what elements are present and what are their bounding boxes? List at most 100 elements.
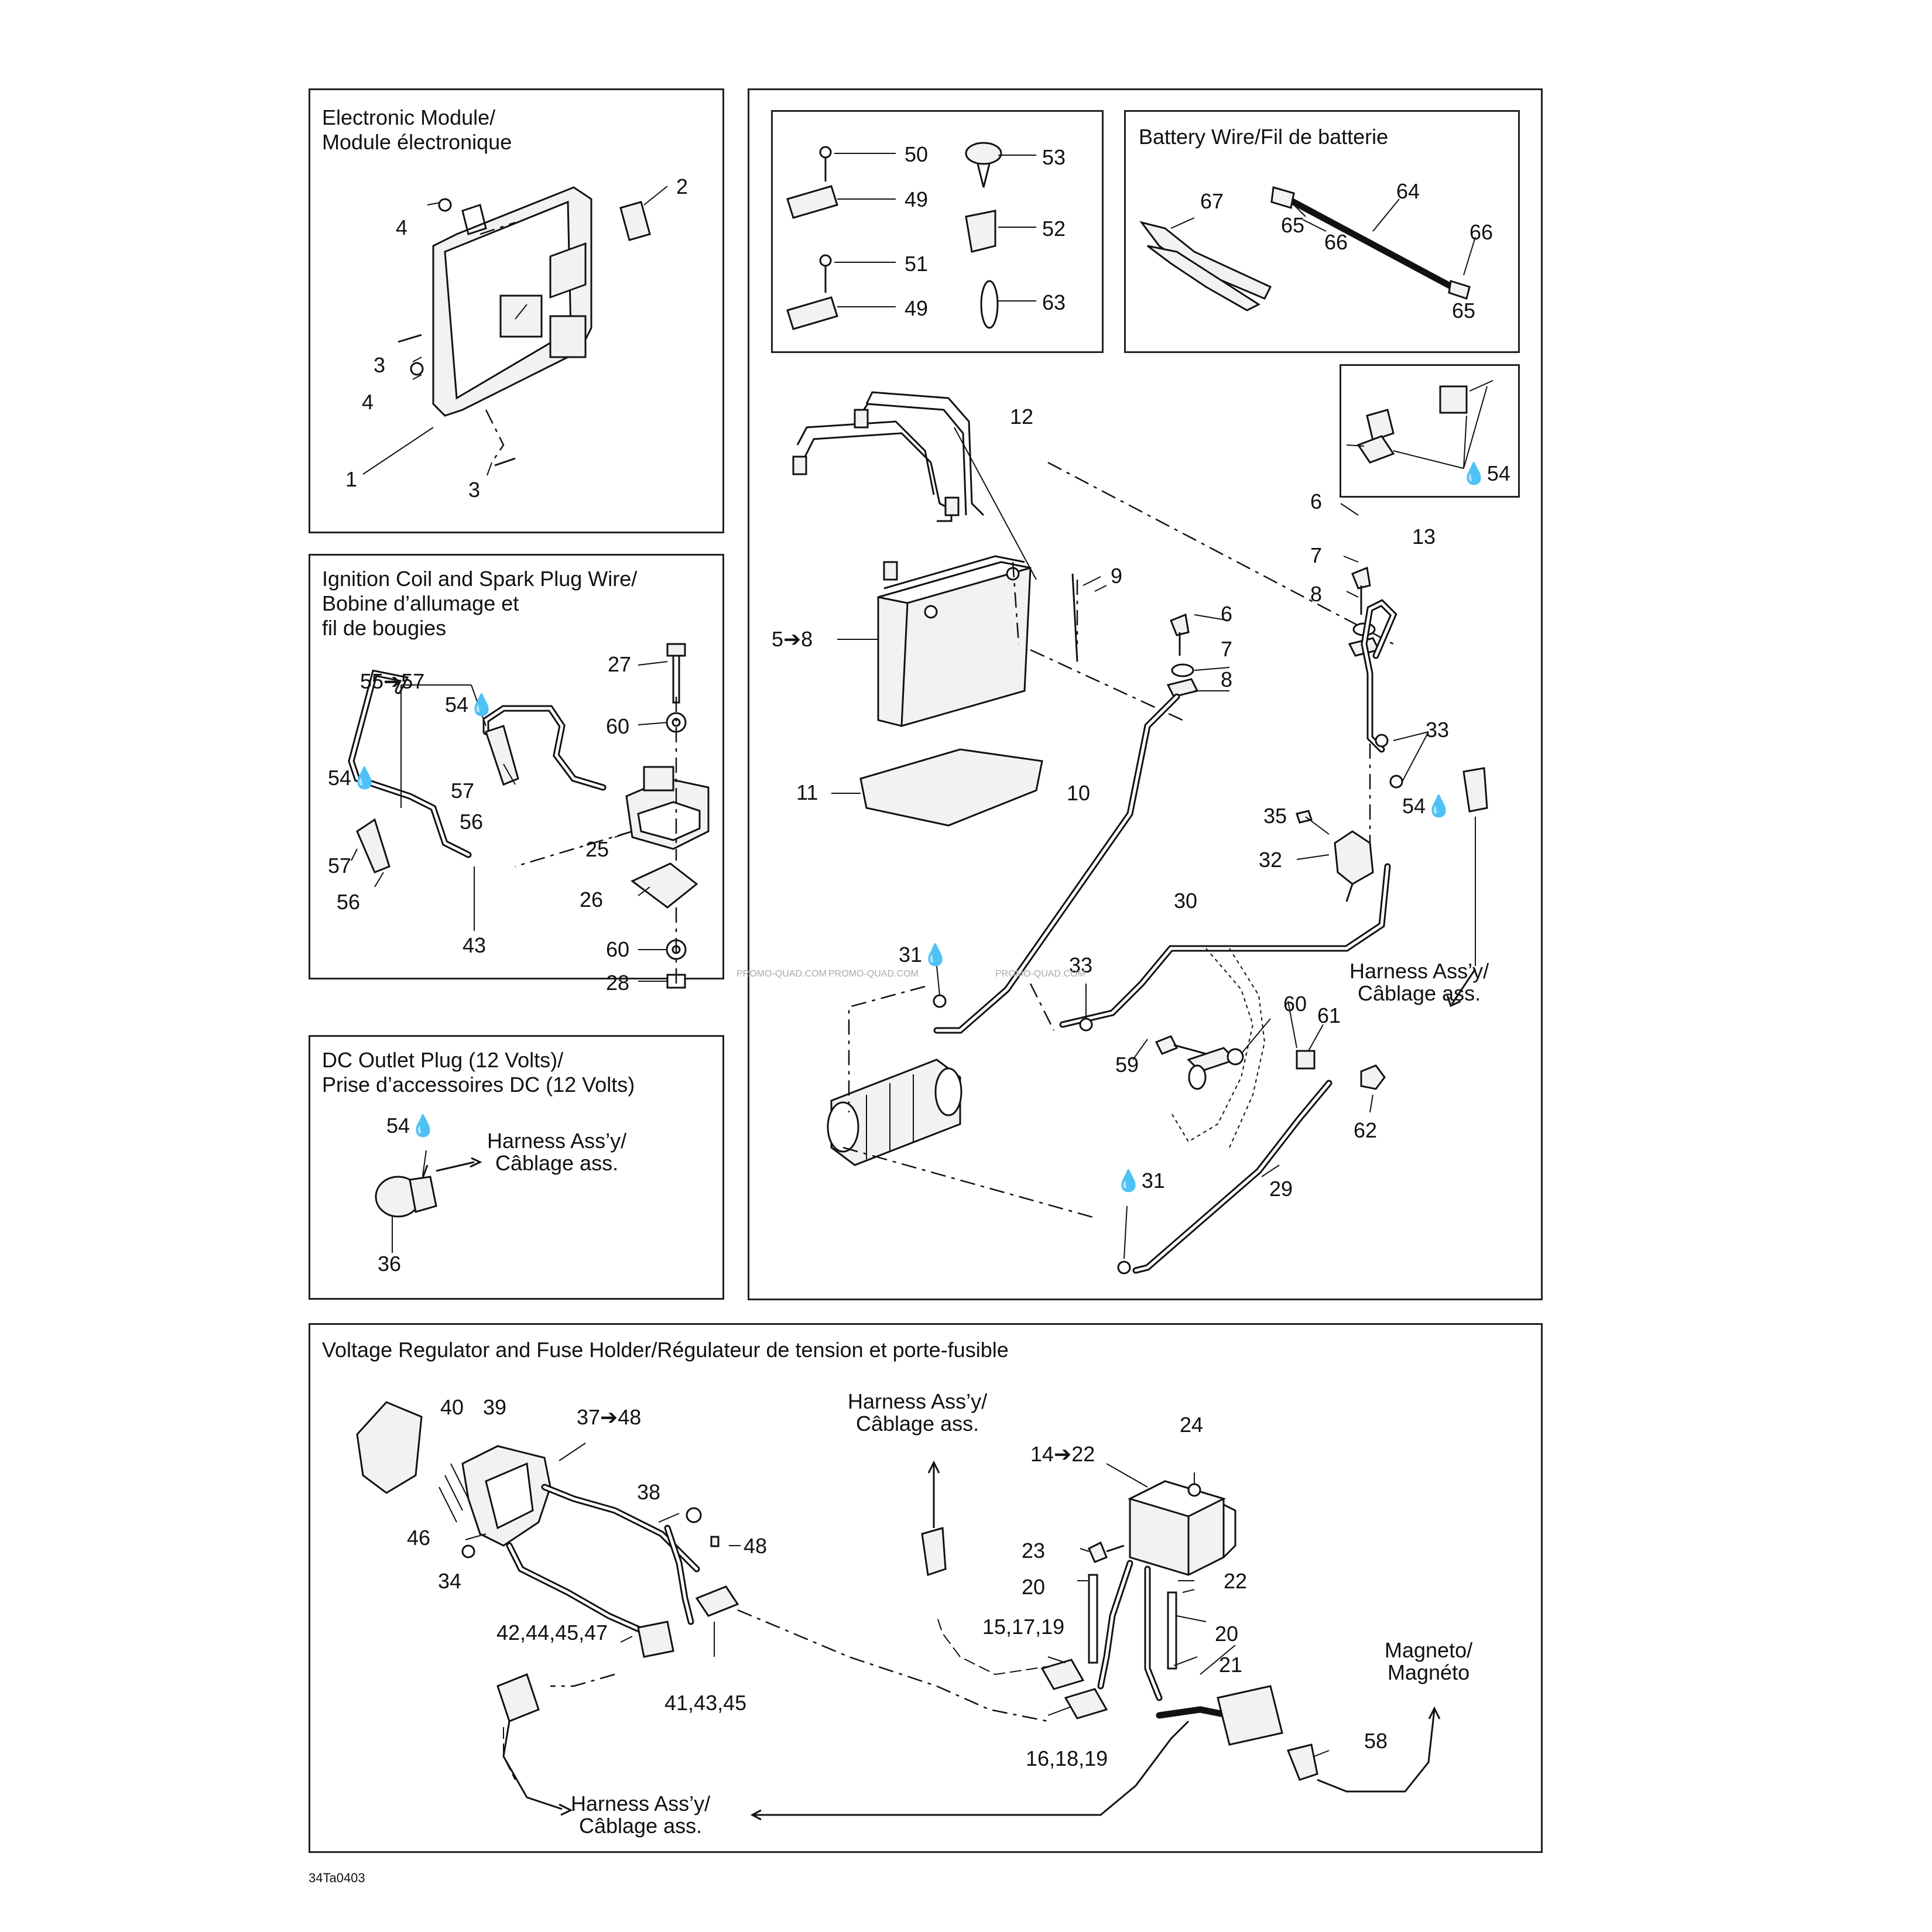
harness-assy-label: Harness Ass’y/ Câblage ass.: [571, 1791, 711, 1838]
crimp-tool-part: [1139, 221, 1272, 311]
callout-5-8: 5➔8: [772, 627, 813, 651]
callout-31: 31💧: [899, 943, 948, 967]
callout-27: 27: [608, 652, 632, 676]
starter-motor-part: [827, 1059, 962, 1166]
battery-wire-subpanel: [1124, 110, 1520, 353]
callout-34: 34: [438, 1569, 462, 1593]
callout-6: 6: [1221, 602, 1233, 626]
callout-53: 53: [1042, 145, 1066, 169]
callout-20: 20: [1022, 1575, 1046, 1599]
callout-38: 38: [637, 1480, 661, 1504]
callout-60: 60: [606, 714, 630, 738]
dc-outlet-part: [375, 1164, 437, 1218]
callout-60: 60: [606, 937, 630, 961]
callout-6: 6: [1310, 489, 1323, 513]
fuse-holder-part: [356, 1401, 551, 1547]
harness-assy-label: Harness Ass’y/ Câblage ass.: [1349, 959, 1489, 1005]
callout-41-43-45: 41,43,45: [664, 1691, 747, 1715]
callout-4: 4: [362, 390, 374, 414]
voltage-regulator-part: [1127, 1480, 1236, 1576]
callout-54: 54💧: [328, 766, 378, 790]
callout-60: 60: [1283, 992, 1307, 1016]
callout-3: 3: [468, 478, 481, 502]
battery-part: [877, 555, 1032, 727]
callout-16-18-19: 16,18,19: [1026, 1746, 1108, 1770]
callout-36: 36: [378, 1252, 402, 1276]
callout-40: 40: [440, 1395, 464, 1419]
callout-64: 64: [1396, 179, 1420, 203]
callout-21: 21: [1219, 1653, 1243, 1677]
dc-outlet-title: DC Outlet Plug (12 Volts)/ Prise d’acces…: [322, 1048, 635, 1097]
callout-22: 22: [1224, 1569, 1248, 1593]
callout-57: 57: [451, 779, 475, 803]
connector-part: [1346, 380, 1493, 464]
ignition-coil-part: [625, 766, 710, 850]
callout-55-57: 55➔57: [360, 669, 425, 693]
watermark: PROMO-QUAD.COM: [995, 969, 1085, 979]
callout-54: 54💧: [386, 1114, 436, 1138]
callout-37-48: 37➔48: [577, 1405, 642, 1429]
callout-46: 46: [407, 1526, 431, 1550]
callout-1: 1: [345, 467, 358, 491]
callout-66: 66: [1469, 220, 1493, 244]
callout-54: 💧54: [1461, 461, 1510, 485]
callout-31: 💧31: [1115, 1169, 1165, 1193]
callout-49: 49: [905, 187, 929, 211]
callout-49: 49: [905, 296, 929, 320]
callout-8: 8: [1221, 667, 1233, 691]
spark-plug-caps: [356, 725, 519, 873]
module-cover-part: [619, 201, 651, 241]
gasket-part: [631, 862, 698, 909]
callout-4: 4: [396, 215, 408, 239]
callout-65: 65: [1281, 213, 1305, 237]
hardware-subpanel: [771, 110, 1104, 353]
callout-59: 59: [1115, 1053, 1139, 1077]
callout-43: 43: [463, 933, 487, 957]
callout-10: 10: [1067, 781, 1091, 805]
callout-11: 11: [796, 780, 818, 804]
callout-42-44-45-47: 42,44,45,47: [496, 1621, 608, 1645]
callout-8: 8: [1310, 582, 1323, 606]
callout-29: 29: [1269, 1177, 1293, 1201]
voltage-regulator-panel: [309, 1323, 1543, 1853]
callout-14-22: 14➔22: [1030, 1442, 1095, 1466]
callout-35: 35: [1263, 804, 1287, 828]
callout-56: 56: [460, 810, 484, 834]
callout-39: 39: [483, 1395, 507, 1419]
callout-65: 65: [1452, 299, 1476, 323]
callout-33: 33: [1426, 718, 1450, 742]
callout-12: 12: [1010, 405, 1034, 429]
watermark: PROMO-QUAD.COM: [828, 969, 919, 979]
callout-52: 52: [1042, 217, 1066, 241]
voltage-regulator-title: Voltage Regulator and Fuse Holder/Régula…: [322, 1338, 1009, 1362]
battery-tray-part: [859, 748, 1043, 827]
battery-wire-part: [1270, 186, 1471, 300]
watermark: PROMO-QUAD.COM: [737, 969, 827, 979]
callout-28: 28: [606, 971, 630, 995]
callout-33: 33: [1069, 953, 1093, 977]
callout-51: 51: [905, 252, 929, 276]
callout-66: 66: [1324, 230, 1348, 254]
electronic-module-title: Electronic Module/ Module électronique: [322, 105, 512, 154]
dc-outlet-panel: [309, 1035, 724, 1300]
callout-62: 62: [1354, 1118, 1378, 1142]
ignition-coil-title: Ignition Coil and Spark Plug Wire/ Bobin…: [322, 567, 638, 640]
callout-15-17-19: 15,17,19: [982, 1615, 1065, 1639]
callout-56: 56: [337, 890, 361, 914]
callout-24: 24: [1180, 1413, 1204, 1437]
electronic-module-panel: [309, 88, 724, 533]
callout-20: 20: [1215, 1622, 1239, 1646]
harness-assy-label: Harness Ass’y/ Câblage ass.: [487, 1129, 627, 1175]
callout-13: 13: [1412, 525, 1436, 549]
callout-9: 9: [1111, 564, 1123, 588]
callout-50: 50: [905, 142, 929, 166]
callout-32: 32: [1259, 848, 1283, 872]
electronic-module-part: [432, 186, 592, 417]
screw-clip-parts: [786, 142, 1002, 330]
callout-25: 25: [585, 837, 609, 861]
callout-67: 67: [1200, 189, 1224, 213]
callout-23: 23: [1022, 1539, 1046, 1563]
callout-54: 54💧: [445, 693, 495, 717]
